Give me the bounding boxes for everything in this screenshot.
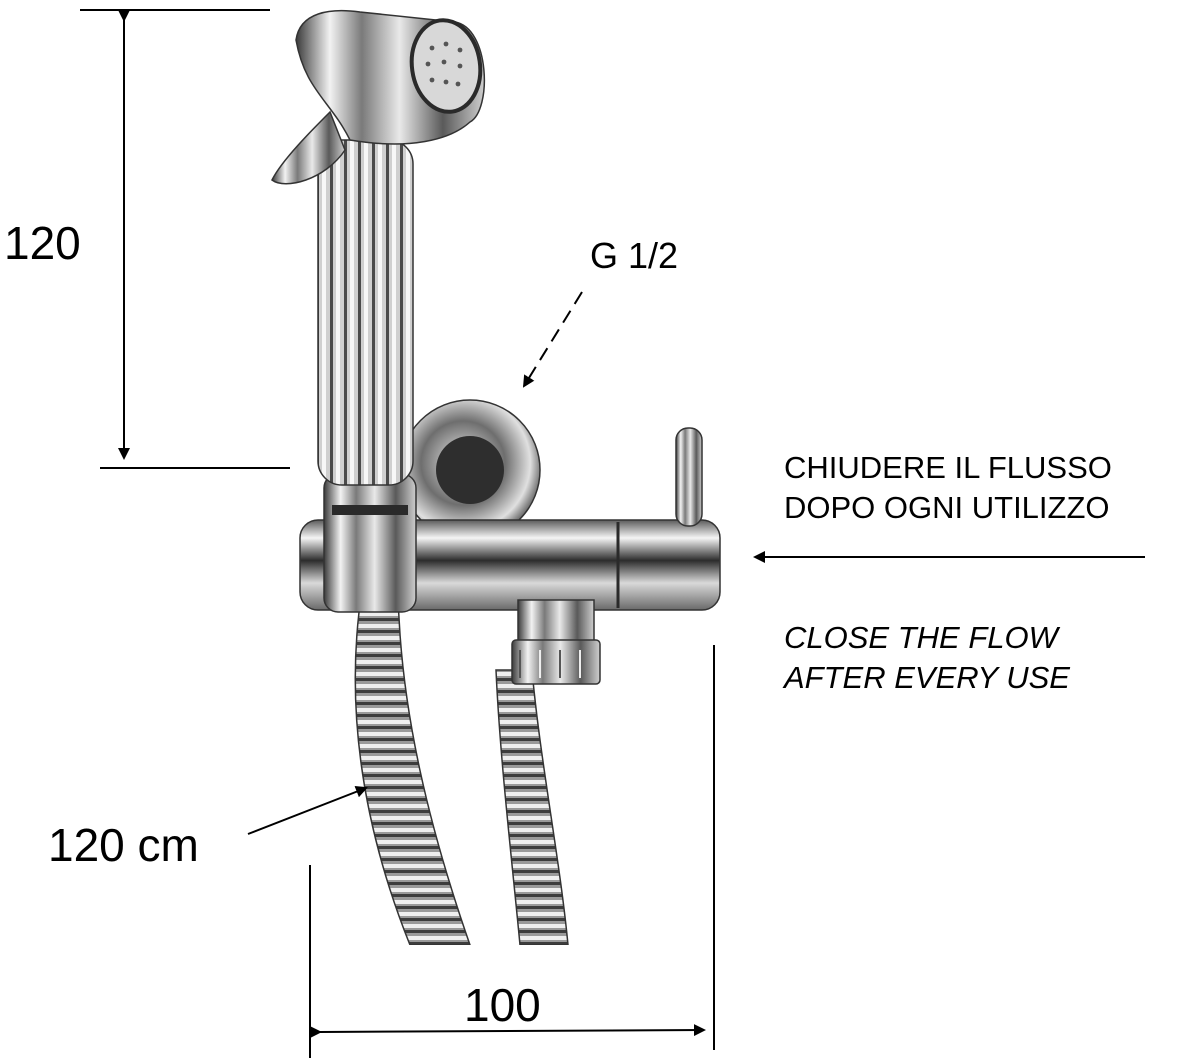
note-english: CLOSE THE FLOW AFTER EVERY USE (784, 618, 1070, 698)
hose-valve (495, 669, 569, 946)
note-english-line-2: AFTER EVERY USE (784, 660, 1070, 695)
valve-outlet (517, 599, 595, 647)
hose-handset (354, 589, 472, 946)
hose-length-label: 120 cm (48, 819, 199, 871)
width-dimension-line (309, 1024, 706, 1039)
handset-holder (323, 473, 417, 613)
bidet-shower-illustration (271, 9, 721, 951)
width-label: 100 (464, 979, 541, 1031)
height-dimension (80, 9, 290, 469)
handset-trigger (271, 110, 346, 185)
note-italian: CHIUDERE IL FLUSSO DOPO OGNI UTILIZZO (784, 448, 1112, 528)
height-label: 120 (4, 217, 81, 269)
hose-nut (511, 639, 601, 685)
valve-lever (675, 427, 703, 527)
handset-handle (317, 139, 414, 486)
note-english-line-1: CLOSE THE FLOW (784, 620, 1058, 655)
connection-leader (522, 291, 583, 388)
hose-leader (247, 786, 368, 835)
width-dimension (309, 645, 715, 1058)
note-italian-line-2: DOPO OGNI UTILIZZO (784, 490, 1110, 525)
note-italian-line-1: CHIUDERE IL FLUSSO (784, 450, 1112, 485)
connection-label: G 1/2 (590, 235, 679, 276)
spray-face (409, 18, 483, 114)
